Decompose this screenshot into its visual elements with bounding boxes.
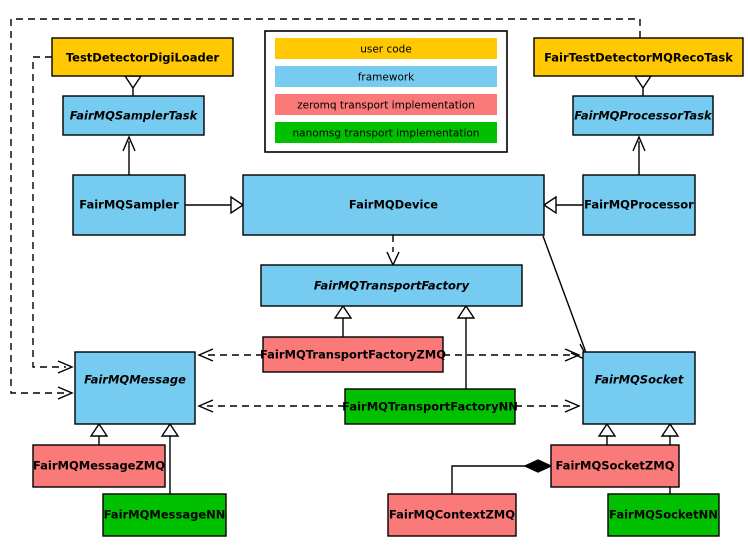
edge-transportfactorynn-to-message — [197, 399, 345, 413]
class-box-fairmqtransportfactorynn[interactable] — [344, 388, 516, 425]
edge-sampler-to-device — [185, 195, 245, 215]
edges-group — [10, 18, 680, 494]
nodes-group: TestDetectorDigiLoader FairTestDetectorM… — [32, 37, 744, 537]
class-node-fairmqmessage[interactable]: FairMQMessage — [74, 351, 196, 425]
edge-transportfactoryzmq-to-message — [197, 348, 263, 362]
class-label-fairmqprocessor: FairMQProcessor — [584, 198, 694, 212]
legend-swatch-user-code — [275, 38, 497, 59]
class-node-fairmqcontextzmq[interactable]: FairMQContextZMQ — [387, 493, 517, 537]
class-box-fairmqsamplertask[interactable] — [62, 95, 205, 136]
class-label-fairmqtransportfactory: FairMQTransportFactory — [314, 279, 470, 293]
class-box-fairmqsocket[interactable] — [582, 351, 696, 425]
legend-label-zeromq: zeromq transport implementation — [297, 100, 475, 112]
class-box-fairmqcontextzmq[interactable] — [387, 493, 517, 537]
edge-transportfactorynn-to-socket — [515, 399, 581, 413]
legend-swatch-framework — [275, 66, 497, 87]
class-box-fairmqprocessortask[interactable] — [572, 95, 714, 136]
edge-transportfactorynn-to-transportfactory — [456, 304, 476, 389]
class-node-fairmqdevice[interactable]: FairMQDevice — [242, 174, 545, 236]
class-label-fairmqtransportfactorynn: FairMQTransportFactoryNN — [342, 400, 518, 414]
legend-label-nanomsg: nanomsg transport implementation — [293, 128, 480, 140]
class-node-testdetectordigiloader[interactable]: TestDetectorDigiLoader — [51, 37, 234, 77]
class-box-fairmqsocketzmq[interactable] — [550, 444, 680, 488]
class-label-fairmqdevice: FairMQDevice — [349, 198, 438, 212]
edge-processortask-to-recotask — [633, 75, 653, 96]
class-label-fairmqcontextzmq: FairMQContextZMQ — [389, 508, 515, 522]
edge-sampler-to-samplertask — [122, 135, 136, 175]
legend-swatch-nanomsg — [275, 122, 497, 143]
edge-recotask-to-message — [10, 18, 641, 400]
class-label-fairmqprocessortask: FairMQProcessorTask — [574, 109, 713, 123]
class-node-fairmqtransportfactoryzmq[interactable]: FairMQTransportFactoryZMQ — [260, 336, 446, 373]
class-label-testdetectordigiloader: TestDetectorDigiLoader — [66, 51, 220, 65]
class-box-fairmqdevice[interactable] — [242, 174, 545, 236]
class-node-fairmqtransportfactory[interactable]: FairMQTransportFactory — [260, 264, 523, 307]
edge-socketzmq-to-socket — [597, 422, 617, 445]
class-node-fairmqsamplertask[interactable]: FairMQSamplerTask — [62, 95, 205, 136]
class-label-fairmqmessagenn: FairMQMessageNN — [104, 508, 226, 522]
edge-messagenn-to-message — [160, 422, 180, 494]
class-box-fairmqtransportfactoryzmq[interactable] — [262, 336, 444, 373]
edge-device-to-socket — [542, 235, 591, 363]
edge-samplertask-to-digiloader — [123, 75, 143, 96]
edge-processor-to-device — [542, 195, 583, 215]
edge-contextzmq-to-socketzmq — [451, 459, 553, 494]
class-label-fairtestdetectormqrecotask: FairTestDetectorMQRecoTask — [544, 51, 733, 65]
class-box-fairtestdetectormqrecotask[interactable] — [533, 37, 744, 77]
class-node-fairmqmessagezmq[interactable]: FairMQMessageZMQ — [32, 444, 166, 488]
class-label-fairmqsampler: FairMQSampler — [79, 198, 179, 212]
legend-label-framework: framework — [358, 72, 415, 84]
class-box-fairmqsampler[interactable] — [72, 174, 186, 236]
class-label-fairmqmessage: FairMQMessage — [84, 373, 186, 387]
edge-digiloader-to-message — [32, 56, 74, 374]
class-node-fairmqsocketzmq[interactable]: FairMQSocketZMQ — [550, 444, 680, 488]
class-node-fairmqtransportfactorynn[interactable]: FairMQTransportFactoryNN — [342, 388, 518, 425]
class-label-fairmqsocketzmq: FairMQSocketZMQ — [556, 459, 675, 473]
edge-transportfactoryzmq-to-socket — [443, 348, 581, 362]
class-box-fairmqsocketnn[interactable] — [607, 493, 720, 537]
legend-swatch-zeromq — [275, 94, 497, 115]
class-box-testdetectordigiloader[interactable] — [51, 37, 234, 77]
edge-transportfactoryzmq-to-transportfactory — [333, 304, 353, 337]
edge-device-to-transportfactory — [386, 235, 400, 267]
edge-messagezmq-to-message — [89, 422, 109, 445]
class-node-fairmqprocessortask[interactable]: FairMQProcessorTask — [572, 95, 714, 136]
class-node-fairtestdetectormqrecotask[interactable]: FairTestDetectorMQRecoTask — [533, 37, 744, 77]
edge-processor-to-processortask — [632, 135, 646, 175]
class-label-fairmqsocket: FairMQSocket — [595, 373, 684, 387]
class-node-fairmqsocket[interactable]: FairMQSocket — [582, 351, 696, 425]
legend: user code framework zeromq transport imp… — [264, 30, 508, 153]
class-node-fairmqsampler[interactable]: FairMQSampler — [72, 174, 186, 236]
class-box-fairmqmessagenn[interactable] — [102, 493, 227, 537]
class-label-fairmqsocketnn: FairMQSocketNN — [609, 508, 718, 522]
class-box-fairmqprocessor[interactable] — [582, 174, 696, 236]
class-box-fairmqmessage[interactable] — [74, 351, 196, 425]
class-label-fairmqmessagezmq: FairMQMessageZMQ — [33, 459, 165, 473]
class-box-fairmqmessagezmq[interactable] — [32, 444, 166, 488]
class-box-fairmqtransportfactory[interactable] — [260, 264, 523, 307]
class-node-fairmqmessagenn[interactable]: FairMQMessageNN — [102, 493, 227, 537]
class-label-fairmqtransportfactoryzmq: FairMQTransportFactoryZMQ — [260, 348, 446, 362]
legend-label-user-code: user code — [360, 44, 412, 56]
class-node-fairmqsocketnn[interactable]: FairMQSocketNN — [607, 493, 720, 537]
class-node-fairmqprocessor[interactable]: FairMQProcessor — [582, 174, 696, 236]
class-label-fairmqsamplertask: FairMQSamplerTask — [70, 109, 199, 123]
